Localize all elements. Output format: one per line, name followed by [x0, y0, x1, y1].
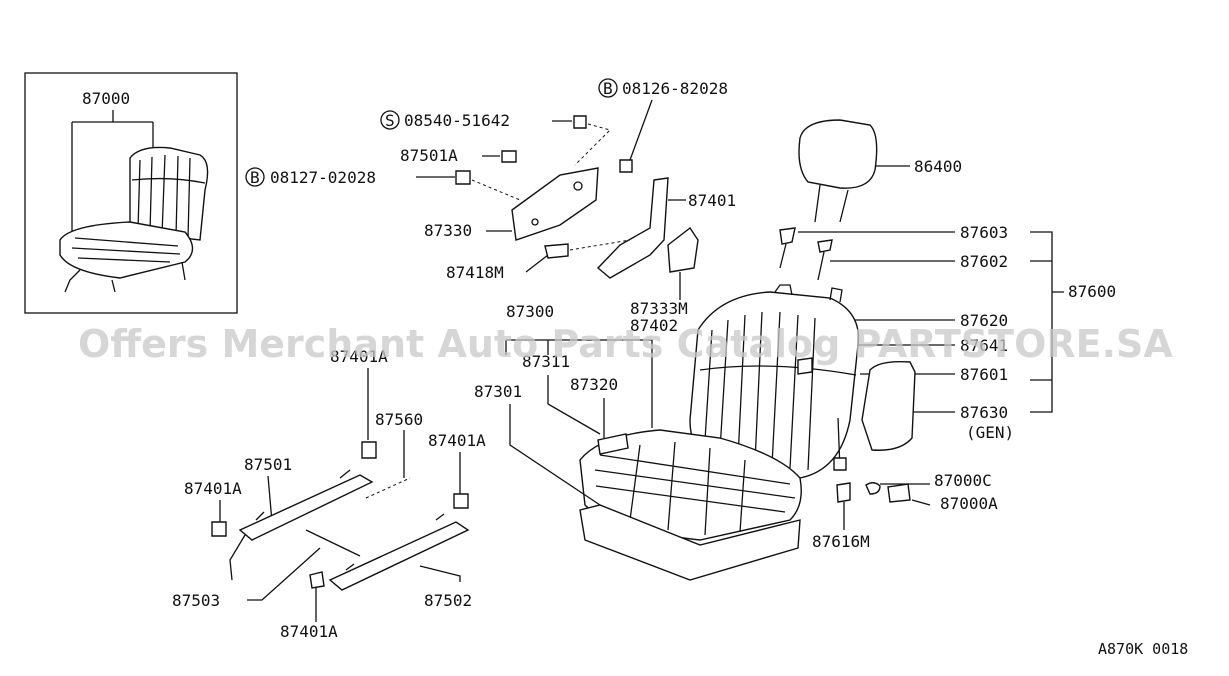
recliner-bracket-87330	[511, 167, 599, 241]
diagram-code: A870K 0018	[1098, 640, 1188, 658]
label-87000A: 87000A	[940, 494, 998, 513]
label-87501A-top: 87501A	[400, 146, 458, 165]
label-87300: 87300	[506, 302, 554, 321]
bolt-label-b2: B 08127-02028	[245, 167, 521, 201]
headrest-86400	[798, 119, 878, 223]
label-87000-inset: 87000	[82, 89, 130, 108]
label-87641: 87641	[960, 336, 1008, 355]
label-87402: 87402	[630, 316, 678, 335]
label-87602: 87602	[960, 252, 1008, 271]
seat-cushion	[579, 429, 802, 581]
label-87616M: 87616M	[812, 532, 870, 551]
label-87603: 87603	[960, 223, 1008, 242]
label-87401A-4: 87401A	[280, 622, 338, 641]
watermark-text: Offers Merchant Auto Parts Catalog PARTS…	[78, 322, 1173, 366]
recliner-87401	[596, 177, 669, 279]
slide-rail-87501	[229, 469, 374, 581]
label-87502: 87502	[424, 591, 472, 610]
bolt-label-s: S 08540-51642	[380, 110, 611, 166]
label-87333M: 87333M	[630, 299, 688, 318]
cover-87333M	[667, 226, 699, 273]
label-87401A-1: 87401A	[330, 347, 388, 366]
label-87501: 87501	[244, 455, 292, 474]
label-08540-51642: 08540-51642	[404, 111, 510, 130]
bolt-label-b1: B 08126-82028	[598, 78, 728, 173]
circle-letter-b2: B	[250, 168, 260, 187]
label-87000C: 87000C	[934, 471, 992, 490]
label-08127-02028: 08127-02028	[270, 168, 376, 187]
label-87401A-2: 87401A	[428, 431, 486, 450]
inset-seat-assembly	[24, 72, 238, 314]
circle-letter-b1: B	[603, 79, 613, 98]
label-08126-82028: 08126-82028	[622, 79, 728, 98]
label-87620: 87620	[960, 311, 1008, 330]
slide-rail-87502	[305, 513, 470, 591]
label-87503: 87503	[172, 591, 220, 610]
label-87401: 87401	[688, 191, 736, 210]
label-87630-gen: (GEN)	[966, 423, 1014, 442]
seat-back-87300	[689, 284, 860, 479]
label-87311: 87311	[522, 352, 570, 371]
label-86400: 86400	[914, 157, 962, 176]
label-87600: 87600	[1068, 282, 1116, 301]
label-87401A-3: 87401A	[184, 479, 242, 498]
label-87418M: 87418M	[446, 263, 504, 282]
label-87330: 87330	[424, 221, 472, 240]
label-87301: 87301	[474, 382, 522, 401]
label-87601: 87601	[960, 365, 1008, 384]
label-87560: 87560	[375, 410, 423, 429]
side-panel-87630	[861, 360, 916, 451]
label-87320: 87320	[570, 375, 618, 394]
circle-letter-s: S	[385, 111, 395, 130]
label-87630: 87630	[960, 403, 1008, 422]
